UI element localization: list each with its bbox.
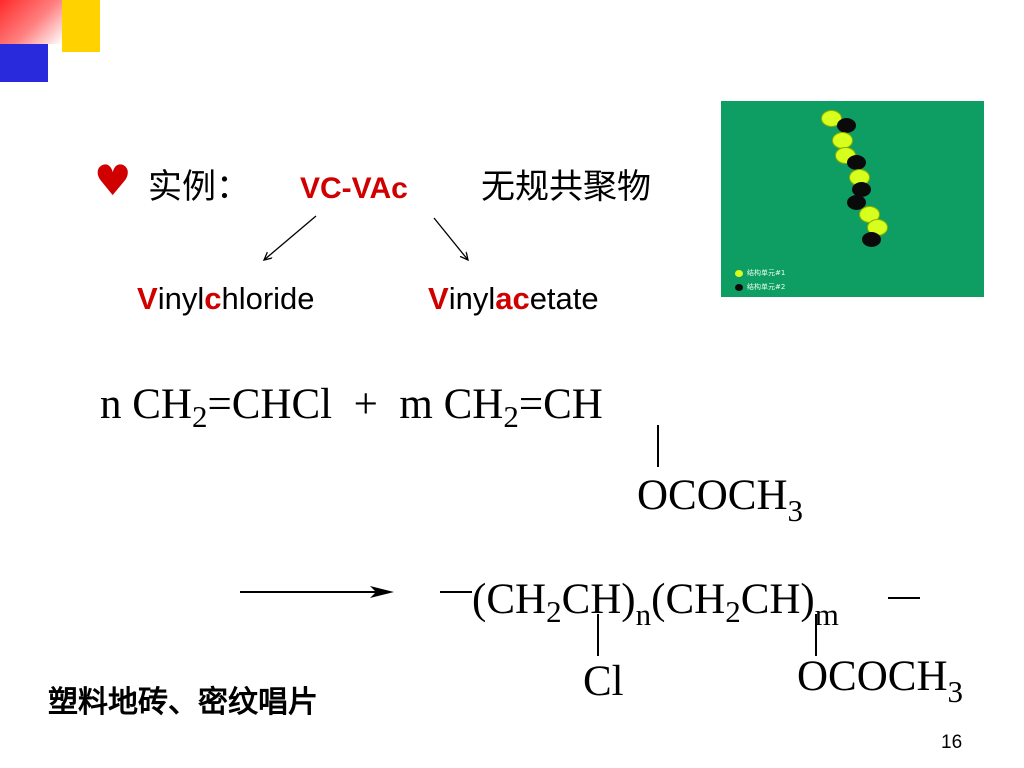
- legend-unit1-label: 结构单元#1: [747, 269, 786, 277]
- chain-end-left: [440, 591, 472, 593]
- corner-decoration-yellow: [62, 0, 100, 52]
- product-cl: Cl: [583, 658, 624, 705]
- reaction-arrow: [240, 586, 394, 598]
- bond-line-vac: [657, 425, 659, 467]
- corner-decoration-red: [0, 0, 62, 44]
- legend-unit1-dot: [735, 270, 743, 277]
- polymer-abbrev: VC-VAc: [300, 172, 408, 205]
- heart-bullet-icon: ♥: [94, 156, 132, 205]
- vinyl-chloride-name: Vinylchloride: [137, 281, 315, 316]
- polymer-type: 无规共聚物: [481, 167, 651, 207]
- reactant-acetate-group: OCOCH3: [637, 472, 804, 528]
- product-acetate-group: OCOCH3: [797, 653, 964, 709]
- corner-decoration-blue: [0, 44, 48, 82]
- chain-bead-unit2: [852, 182, 871, 197]
- arrow-to-vinyl-chloride: [264, 215, 317, 260]
- page-number: 16: [941, 732, 963, 753]
- bond-line-cl: [597, 614, 599, 656]
- legend-unit2-label: 结构单元#2: [747, 283, 786, 291]
- split-arrows: [250, 215, 490, 272]
- chain-bead-unit2: [837, 118, 856, 133]
- copolymer-chain-image: 结构单元#1 结构单元#2: [721, 101, 984, 297]
- vinyl-acetate-name: Vinylacetate: [428, 281, 599, 316]
- product-formula: (CH2CH)n(CH2CH)m: [472, 576, 839, 632]
- legend-unit2-dot: [735, 284, 743, 291]
- reactants-equation: n CH2=CHCl + m CH2=CH: [100, 381, 603, 434]
- arrow-to-vinyl-acetate: [433, 217, 468, 260]
- bond-line-acetate: [815, 614, 817, 656]
- chain-bead-unit2: [847, 155, 866, 170]
- chain-end-right: [888, 597, 920, 599]
- chain-bead-unit2: [862, 232, 881, 247]
- applications-text: 塑料地砖、密纹唱片: [48, 685, 318, 720]
- example-label: 实例：: [148, 167, 250, 207]
- chain-bead-unit2: [847, 195, 866, 210]
